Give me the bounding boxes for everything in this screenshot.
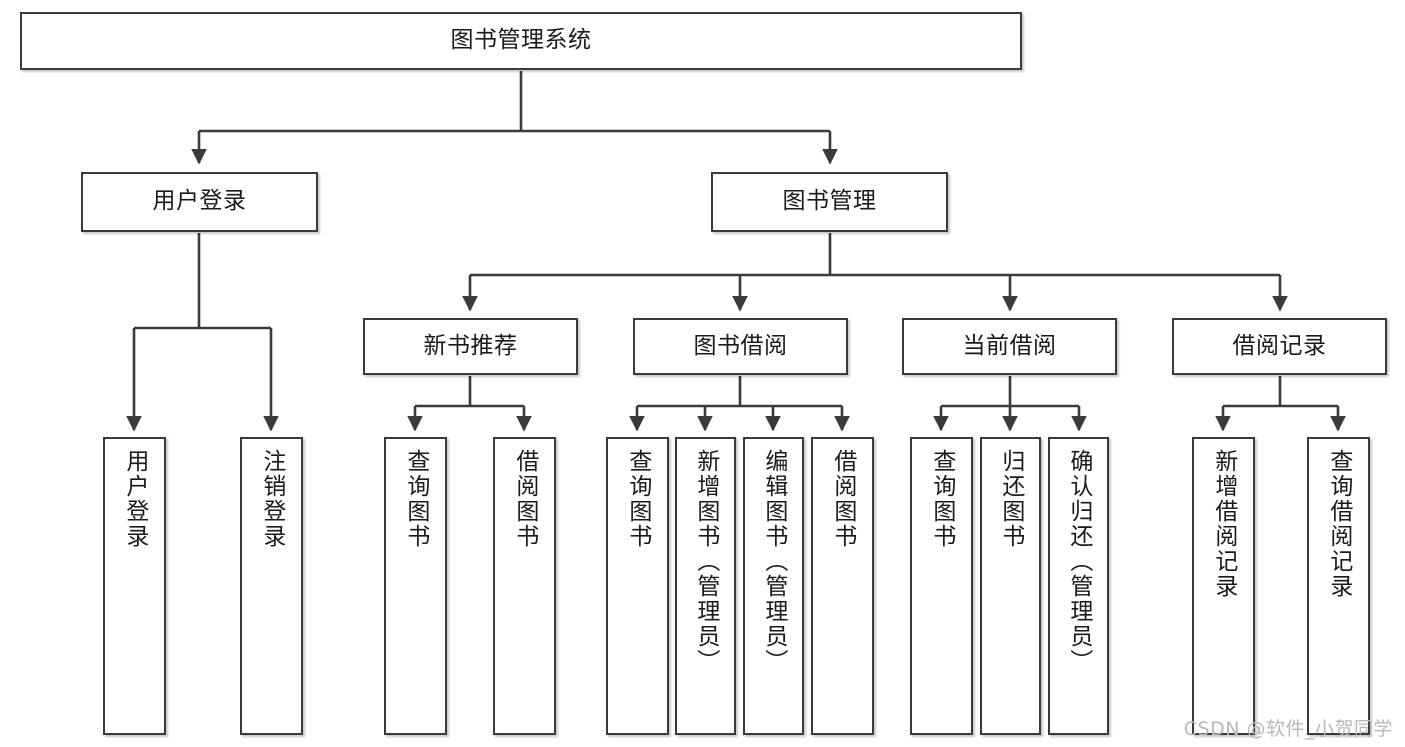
leaf-new-book-query[interactable]: 查询图书 [384,437,447,735]
node-book-borrow[interactable]: 图书借阅 [633,318,848,375]
leaf-user-login-logout-label: 注销登录 [258,449,285,549]
leaf-new-book-borrow[interactable]: 借阅图书 [493,437,556,735]
leaf-book-borrow-edit[interactable]: 编辑图书（管理员） [743,437,804,735]
leaf-current-borrow-return[interactable]: 归还图书 [980,437,1041,735]
leaf-borrow-record-query-label: 查询借阅记录 [1325,449,1352,599]
node-root[interactable]: 图书管理系统 [20,12,1022,70]
node-borrow-record[interactable]: 借阅记录 [1172,318,1387,375]
csdn-watermark: CSDN @软件_小贺同学 [1183,718,1393,740]
leaf-borrow-record-add[interactable]: 新增借阅记录 [1192,437,1255,735]
node-current-borrow[interactable]: 当前借阅 [902,318,1117,375]
node-new-book-recommend-label: 新书推荐 [423,332,518,359]
leaf-book-borrow-edit-label: 编辑图书（管理员） [760,449,787,674]
node-book-borrow-label: 图书借阅 [693,332,788,359]
leaf-current-borrow-confirm-label: 确认归还（管理员） [1065,449,1092,674]
leaf-book-borrow-borrow[interactable]: 借阅图书 [811,437,874,735]
leaf-borrow-record-query[interactable]: 查询借阅记录 [1307,437,1370,735]
leaf-user-login-login[interactable]: 用户登录 [103,437,166,735]
leaf-current-borrow-return-label: 归还图书 [997,449,1024,549]
node-book-management[interactable]: 图书管理 [711,172,948,232]
leaf-book-borrow-query-label: 查询图书 [624,449,651,549]
leaf-current-borrow-query[interactable]: 查询图书 [910,437,973,735]
leaf-book-borrow-add-label: 新增图书（管理员） [692,449,719,674]
leaf-current-borrow-confirm[interactable]: 确认归还（管理员） [1048,437,1109,735]
node-root-label: 图书管理系统 [450,27,592,54]
node-user-login[interactable]: 用户登录 [81,172,318,232]
node-user-login-label: 用户登录 [152,188,247,215]
leaf-book-borrow-query[interactable]: 查询图书 [606,437,669,735]
leaf-current-borrow-query-label: 查询图书 [928,449,955,549]
node-book-management-label: 图书管理 [782,188,877,215]
node-current-borrow-label: 当前借阅 [962,332,1057,359]
leaf-book-borrow-add[interactable]: 新增图书（管理员） [675,437,736,735]
leaf-book-borrow-borrow-label: 借阅图书 [829,449,856,549]
node-new-book-recommend[interactable]: 新书推荐 [363,318,578,375]
leaf-user-login-logout[interactable]: 注销登录 [240,437,303,735]
leaf-new-book-query-label: 查询图书 [402,449,429,549]
leaf-borrow-record-add-label: 新增借阅记录 [1210,449,1237,599]
leaf-user-login-login-label: 用户登录 [121,449,148,549]
node-borrow-record-label: 借阅记录 [1232,332,1327,359]
leaf-new-book-borrow-label: 借阅图书 [511,449,538,549]
